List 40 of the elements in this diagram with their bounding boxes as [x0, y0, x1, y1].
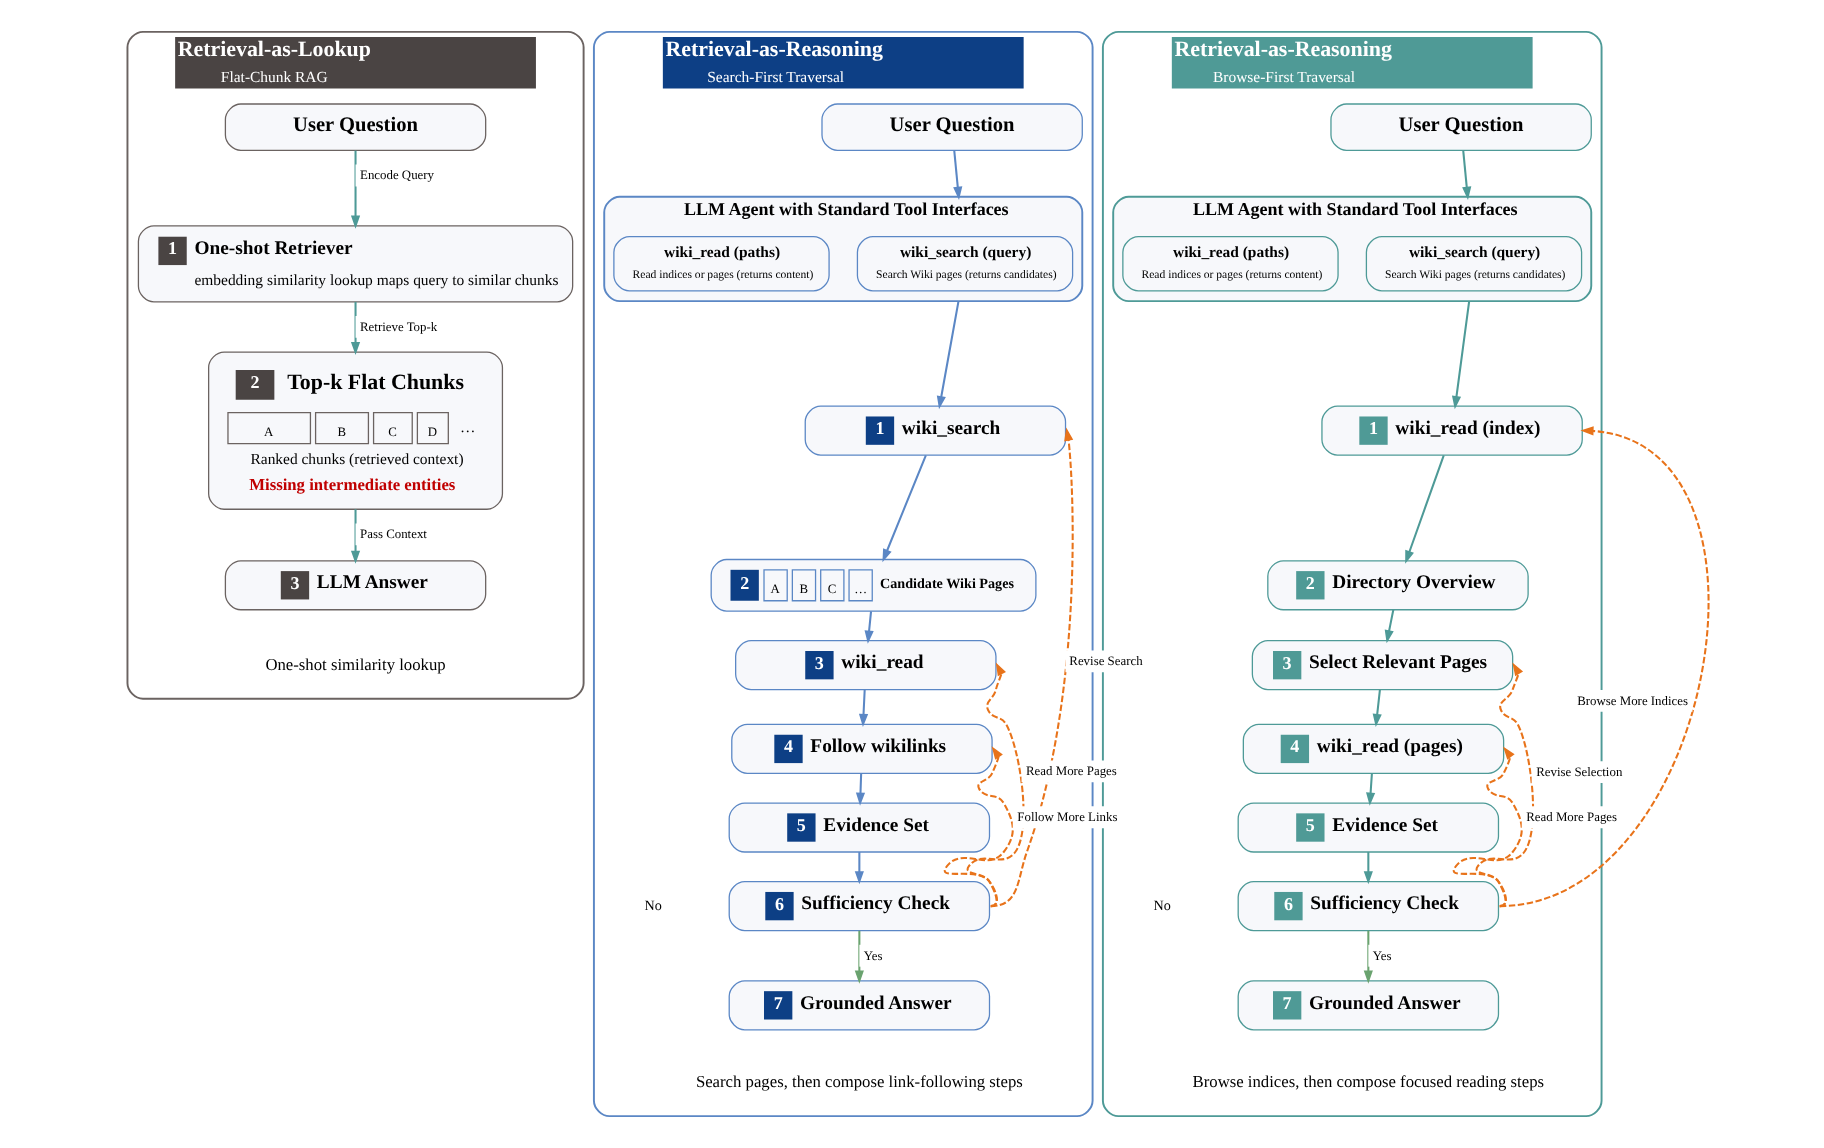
node-box: 4 Follow wikilinks [730, 723, 992, 775]
arrow [952, 150, 962, 200]
arrow [989, 427, 1073, 908]
node-box: 3 LLM Answer [223, 560, 486, 611]
arrow [1362, 852, 1372, 885]
arrow [1450, 301, 1470, 410]
node-box: 3 wiki_read [734, 640, 996, 691]
node-box: 3 Select Relevant Pages [1250, 640, 1513, 691]
arrow [1383, 609, 1394, 644]
arrow [349, 150, 360, 229]
arrow [1371, 689, 1381, 728]
node-box: 4 wiki_read (pages) [1241, 723, 1504, 775]
arrow [943, 746, 1013, 908]
node-box: 7 Grounded Answer [1236, 980, 1499, 1031]
node-box: 1 wiki_read (index) [1320, 405, 1582, 456]
arrow [1461, 150, 1471, 200]
arrow [863, 611, 873, 644]
node-box: 6 Sufficiency Check [727, 881, 990, 932]
node-box: User Question [223, 103, 486, 152]
arrow [853, 852, 863, 885]
arrow [1404, 455, 1444, 564]
arrow [1365, 773, 1375, 806]
node-box: User Question [1329, 103, 1591, 152]
arrow [854, 773, 865, 806]
node-box: User Question [820, 103, 1082, 152]
node-box: 5 Evidence Set [1236, 802, 1499, 853]
arrow [935, 300, 959, 410]
arrow [857, 689, 868, 728]
arrow [349, 509, 360, 564]
arrow [853, 930, 863, 984]
arrow [1498, 426, 1709, 908]
arrow [1362, 930, 1372, 984]
node-box: 1 wiki_search [803, 405, 1066, 456]
arrow [1451, 746, 1522, 908]
node-box: 7 Grounded Answer [727, 980, 990, 1031]
arrow [881, 454, 926, 563]
node-box: 5 Evidence Set [727, 802, 990, 853]
arrow [349, 301, 360, 356]
node-box: 6 Sufficiency Check [1236, 881, 1499, 932]
node-box: 2 Directory Overview [1266, 560, 1528, 611]
